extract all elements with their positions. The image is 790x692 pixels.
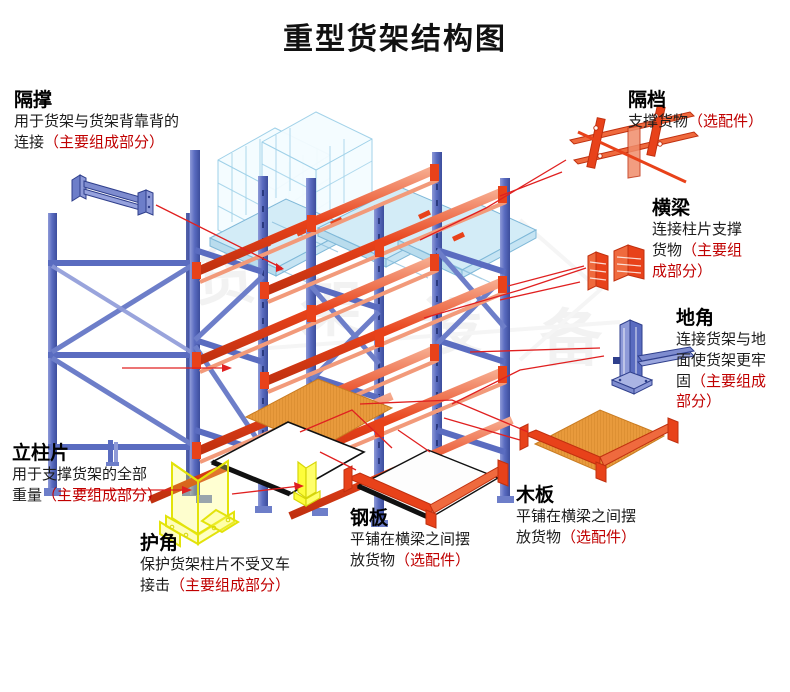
svg-text:架: 架 [300,275,362,344]
desc-text: 固 [676,372,692,390]
label-block-hu-jiao: 护角 保护货架柱片不受叉车 接击（主要组成部分） [140,533,390,597]
label-block-heng-liang: 横梁 连接柱片支撑 货物（主要组 成部分） [652,198,790,282]
label-desc-ge-dang: 支撑货物（选配件） [628,112,790,133]
label-block-ge-cheng: 隔撑 用于货架与货架背靠背的 连接（主要组成部分） [14,90,244,154]
watermark: 货 架 设 备 [174,218,621,374]
label-desc-li-zhu-pian: 用于支撑货架的全部 重量（主要组成部分） [12,465,252,506]
label-desc-di-jiao: 连接货架与地 面使货架更牢 固（主要组成 部分） [676,330,790,413]
label-desc-ge-cheng: 用于货架与货架背靠背的 连接（主要组成部分） [14,112,244,153]
upright-frame-center [306,178,388,527]
beam-connector-group [192,164,507,479]
desc-option: （主要组成部分） [44,134,165,152]
label-head-gang-ban: 钢板 [350,508,389,529]
label-block-ge-dang: 隔档 支撑货物（选配件） [628,90,790,133]
desc-option: 成部分） [652,262,713,280]
label-head-ge-cheng: 隔撑 [14,90,53,111]
desc-option: （主要组成部分） [170,577,291,595]
label-block-mu-ban: 木板 平铺在横梁之间摆 放货物（选配件） [516,485,726,549]
upright-frame-right [432,152,514,503]
label-block-di-jiao: 地角 连接货架与地 面使货架更牢 固（主要组成 部分） [676,308,790,413]
desc-text: 重量 [12,487,43,505]
desc-option: （主要组成部分） [42,487,163,505]
label-head-mu-ban: 木板 [516,485,555,506]
desc-text: 连接 [14,134,45,152]
desc-text: 用于货架与货架背靠背的 [14,113,180,131]
wood-board-on-rack [244,378,394,449]
page-title: 重型货架结构图 [283,23,507,56]
desc-text: 放货物 [516,529,562,547]
desc-text: 放货物 [350,552,396,570]
desc-text: 接击 [140,577,171,595]
corner-guard-on-rack [293,460,321,508]
desc-text: 平铺在横梁之间摆 [350,531,471,549]
label-head-ge-dang: 隔档 [628,90,667,111]
label-desc-hu-jiao: 保护货架柱片不受叉车 接击（主要组成部分） [140,555,390,596]
label-head-li-zhu-pian: 立柱片 [12,443,70,464]
pallet-group [208,186,538,290]
spacer-brace-icon [71,174,154,216]
desc-text: 支撑货物 [628,113,689,131]
desc-option: （选配件） [561,529,637,547]
beam-icon [587,244,645,291]
label-desc-heng-liang: 连接柱片支撑 货物（主要组 成部分） [652,220,790,282]
svg-text:备: 备 [540,305,603,374]
desc-text: 保护货架柱片不受叉车 [140,556,291,574]
pallet-clip-markers [258,209,465,251]
desc-option: （主要组成 [691,372,767,390]
svg-text:设: 设 [420,293,482,362]
desc-text: 面使货架更牢 [676,352,767,370]
desc-text: 平铺在横梁之间摆 [516,508,637,526]
label-desc-mu-ban: 平铺在横梁之间摆 放货物（选配件） [516,507,726,548]
desc-option: （选配件） [688,113,764,131]
desc-option: （主要组 [682,242,743,260]
label-desc-gang-ban: 平铺在横梁之间摆 放货物（选配件） [350,530,555,571]
label-block-li-zhu-pian: 立柱片 用于支撑货架的全部 重量（主要组成部分） [12,443,252,507]
label-head-di-jiao: 地角 [676,308,715,329]
label-block-gang-ban: 钢板 平铺在横梁之间摆 放货物（选配件） [350,508,555,572]
desc-text: 连接货架与地 [676,331,767,349]
desc-option: 部分） [676,393,722,411]
svg-text:货: 货 [192,242,258,314]
desc-text: 货物 [652,242,683,260]
label-head-hu-jiao: 护角 [140,533,179,554]
desc-text: 连接柱片支撑 [652,221,743,239]
label-head-heng-liang: 横梁 [652,198,691,219]
wood-board-icon [519,409,679,483]
desc-text: 用于支撑货架的全部 [12,466,148,484]
desc-option: （选配件） [395,552,471,570]
